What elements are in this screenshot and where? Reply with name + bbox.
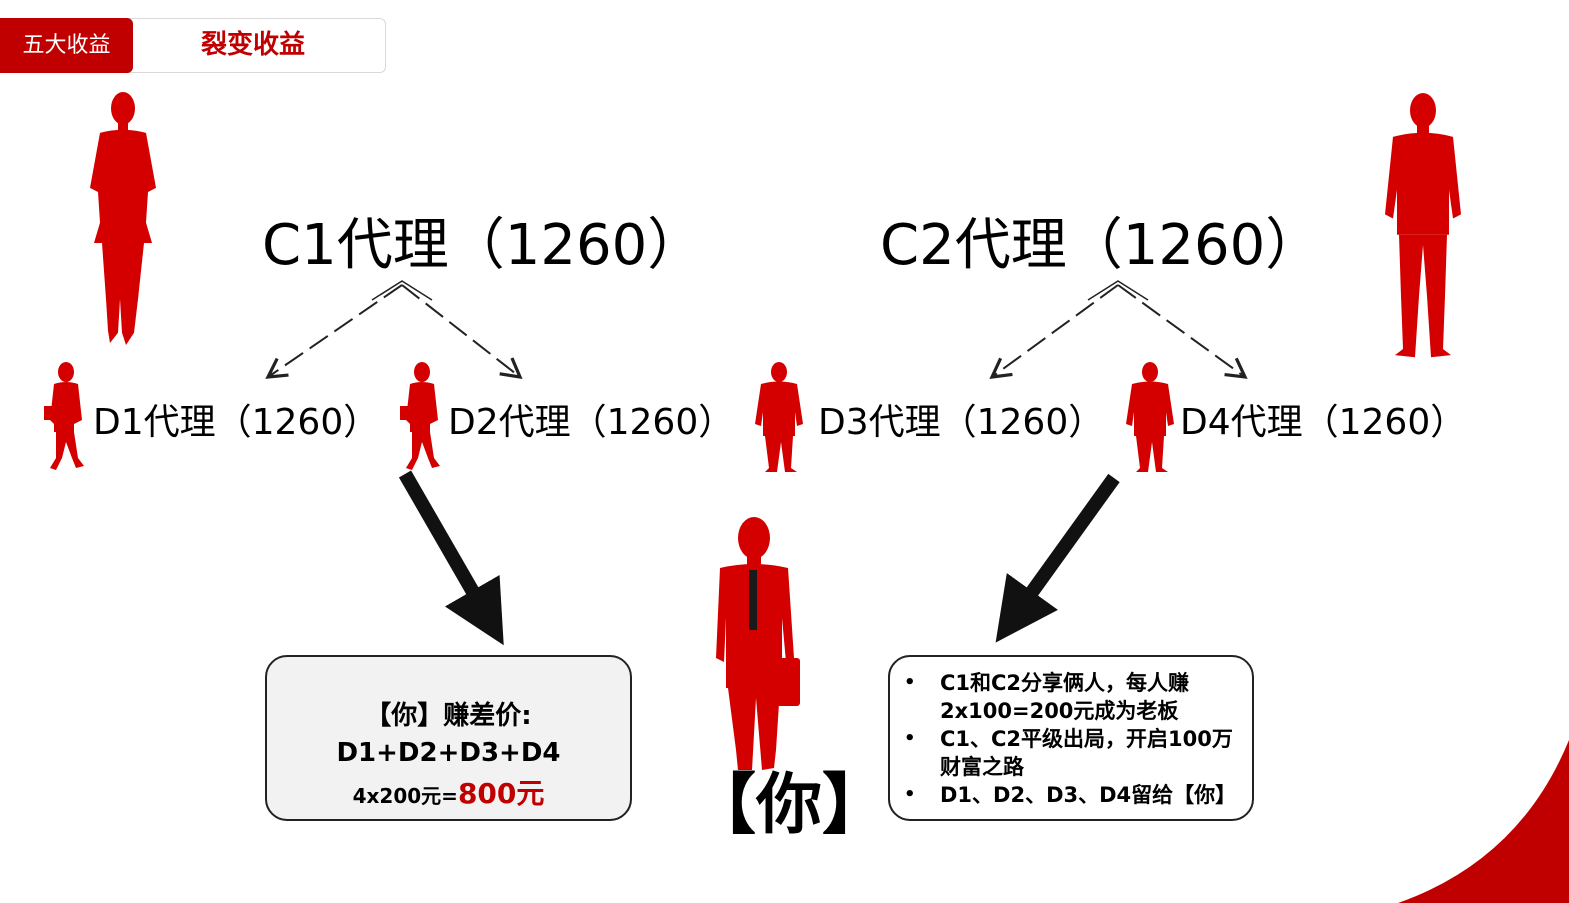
callout-formula: D1+D2+D3+D4 xyxy=(336,738,561,768)
agent-d3-label: D3代理（1260） xyxy=(818,402,1105,443)
businessman-briefcase-icon xyxy=(716,517,800,770)
earnings-callout: 【你】赚差价: D1+D2+D3+D4 4x200元=800元 xyxy=(265,655,632,821)
list-item: •D1、D2、D3、D4留给【你】 xyxy=(904,783,1237,807)
callout-heading: 【你】赚差价: xyxy=(365,701,532,731)
woman-walking-icon xyxy=(44,362,84,470)
connector-arrows xyxy=(265,284,1248,380)
thick-arrows xyxy=(398,470,1120,646)
page-title: 裂变收益 xyxy=(200,30,305,60)
callout-total-prefix: 4x200元= xyxy=(352,784,458,808)
you-label: 【你】 xyxy=(690,766,888,843)
agent-d4-label: D4代理（1260） xyxy=(1180,402,1467,443)
corner-swoosh xyxy=(1398,740,1569,903)
agent-c1-label: C1代理（1260） xyxy=(262,213,704,278)
tab-five-benefits[interactable]: 五大收益 xyxy=(0,18,133,73)
agent-d1-label: D1代理（1260） xyxy=(93,402,380,443)
rules-list: •C1和C2分享俩人，每人赚2x100=200元成为老板 •C1、C2平级出局，… xyxy=(890,657,1252,809)
man-small-icon xyxy=(755,362,803,472)
woman-silhouette-icon xyxy=(90,92,156,345)
agent-d2-label: D2代理（1260） xyxy=(448,402,735,443)
list-item: •C1和C2分享俩人，每人赚2x100=200元成为老板 xyxy=(904,671,1190,723)
list-item: •C1、C2平级出局，开启100万财富之路 xyxy=(904,727,1233,779)
callout-total-value: 800元 xyxy=(457,777,545,810)
man-silhouette-icon xyxy=(1385,93,1461,358)
rules-callout: •C1和C2分享俩人，每人赚2x100=200元成为老板 •C1、C2平级出局，… xyxy=(888,655,1254,821)
woman-walking-icon xyxy=(400,362,440,470)
callout-total: 4x200元=800元 xyxy=(267,772,630,812)
agent-c2-label: C2代理（1260） xyxy=(880,213,1322,278)
man-small-icon xyxy=(1126,362,1174,472)
